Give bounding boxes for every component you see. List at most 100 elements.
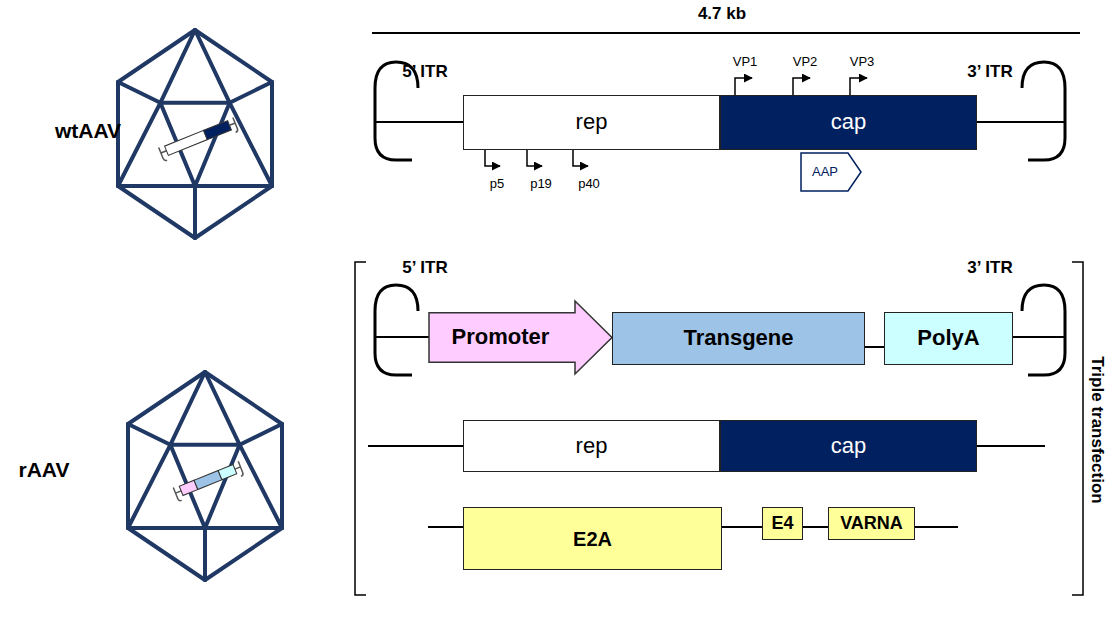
node-shape — [429, 301, 612, 374]
itr-label: 3’ ITR — [967, 259, 1012, 278]
mini-segment — [194, 470, 222, 489]
mini-itr — [227, 117, 238, 133]
promoter-arrow — [485, 150, 500, 166]
promoter-arrow-box: Promoter — [428, 300, 613, 375]
box-label: rep — [576, 434, 608, 458]
capsid-icosahedron — [118, 30, 272, 238]
connector-line — [722, 526, 762, 528]
capsid-edge — [118, 103, 160, 186]
capsid-edge — [205, 445, 240, 528]
gene-box: cap — [720, 420, 977, 472]
mini-segment — [165, 130, 208, 155]
construct-name: rAAV — [19, 458, 70, 481]
scale-line — [372, 32, 1080, 34]
box-label: rep — [576, 110, 608, 134]
mini-genome — [173, 461, 244, 501]
capsid-edge — [128, 528, 205, 580]
genome-line — [375, 121, 463, 123]
capsid-edge — [128, 445, 170, 528]
box-label: Transgene — [683, 326, 793, 350]
capsid-edge — [280, 424, 284, 528]
plasmid-line — [977, 445, 1045, 447]
gene-box: cap — [720, 95, 977, 150]
bracket — [355, 262, 366, 595]
capsid-edge — [193, 186, 197, 238]
polya-box: PolyA — [884, 312, 1013, 365]
capsid-edge — [270, 82, 274, 186]
connector-line — [865, 346, 884, 348]
box-label: E4 — [771, 514, 793, 534]
capsid-edge — [118, 186, 195, 238]
capsid-edge — [118, 82, 160, 103]
promoter-name: p19 — [530, 177, 552, 191]
box-label: cap — [831, 434, 866, 458]
box-label: VARNA — [840, 514, 903, 534]
capsid-edge — [128, 424, 170, 445]
capsid-edge — [170, 372, 205, 445]
capsid-edge — [205, 526, 282, 530]
helper-gene-box: E4 — [762, 507, 803, 540]
capsid-edge — [205, 528, 282, 580]
capsid-edge — [195, 186, 272, 238]
capsid-icosahedron — [128, 372, 282, 580]
capsid-edge — [230, 103, 272, 186]
gene-box: rep — [463, 420, 720, 472]
promoter-arrow — [527, 150, 542, 166]
capsid-edge — [230, 82, 272, 103]
box-label: PolyA — [917, 326, 979, 350]
capsid-edge — [160, 101, 229, 105]
mini-itr — [233, 461, 244, 477]
capsid-edge — [118, 184, 195, 188]
promoter-arrow — [573, 150, 588, 166]
genome-line — [977, 121, 1065, 123]
itr-hairpin — [375, 285, 418, 375]
capsid-edge — [195, 184, 272, 188]
capsid-edge — [126, 424, 130, 528]
plasmid-line — [368, 445, 463, 447]
genome-line — [1013, 336, 1065, 338]
itr-label: 5’ ITR — [402, 63, 447, 82]
promoter-name: VP2 — [793, 55, 818, 69]
capsid-edge — [203, 528, 207, 580]
plasmid-line — [428, 526, 463, 528]
bracket-label: Triple transfection — [1088, 356, 1107, 503]
itr-hairpin — [1022, 285, 1065, 375]
capsid-edge — [195, 30, 230, 103]
box-label: cap — [831, 110, 866, 134]
box-label: Promoter — [452, 325, 550, 349]
itr-hairpin — [1022, 62, 1065, 160]
bracket — [1072, 262, 1083, 595]
scale-label: 4.7 kb — [698, 5, 746, 24]
capsid-edge — [160, 30, 195, 103]
genome-line — [375, 336, 430, 338]
promoter-arrow — [793, 78, 810, 95]
promoter-name: p5 — [490, 177, 504, 191]
capsid-edge — [205, 372, 240, 445]
helper-gene-box: VARNA — [828, 507, 915, 540]
mini-segment — [204, 121, 232, 140]
node-shape — [801, 153, 861, 191]
capsid-edge — [128, 526, 205, 530]
capsid-edge — [170, 443, 239, 447]
mini-segment — [218, 465, 237, 480]
box-label: E2A — [573, 528, 612, 550]
promoter-arrow — [735, 78, 752, 95]
helper-gene-box: E2A — [463, 507, 722, 570]
promoter-name: p40 — [578, 177, 600, 191]
connector-line — [803, 526, 828, 528]
capsid-edge — [240, 445, 282, 528]
orf-arrow: AAP — [800, 152, 862, 192]
plasmid-line — [915, 526, 958, 528]
mini-genome — [159, 117, 239, 161]
itr-label: 5’ ITR — [402, 259, 447, 278]
promoter-name: VP1 — [733, 55, 758, 69]
construct-name: wtAAV — [55, 119, 121, 142]
promoter-name: VP3 — [850, 55, 875, 69]
promoter-arrow — [850, 78, 867, 95]
transgene-box: Transgene — [612, 312, 865, 365]
capsid-edge — [195, 103, 230, 186]
gene-box: rep — [463, 95, 720, 150]
itr-label: 3’ ITR — [967, 63, 1012, 82]
capsid-edge — [240, 424, 282, 445]
box-label: AAP — [812, 165, 838, 179]
